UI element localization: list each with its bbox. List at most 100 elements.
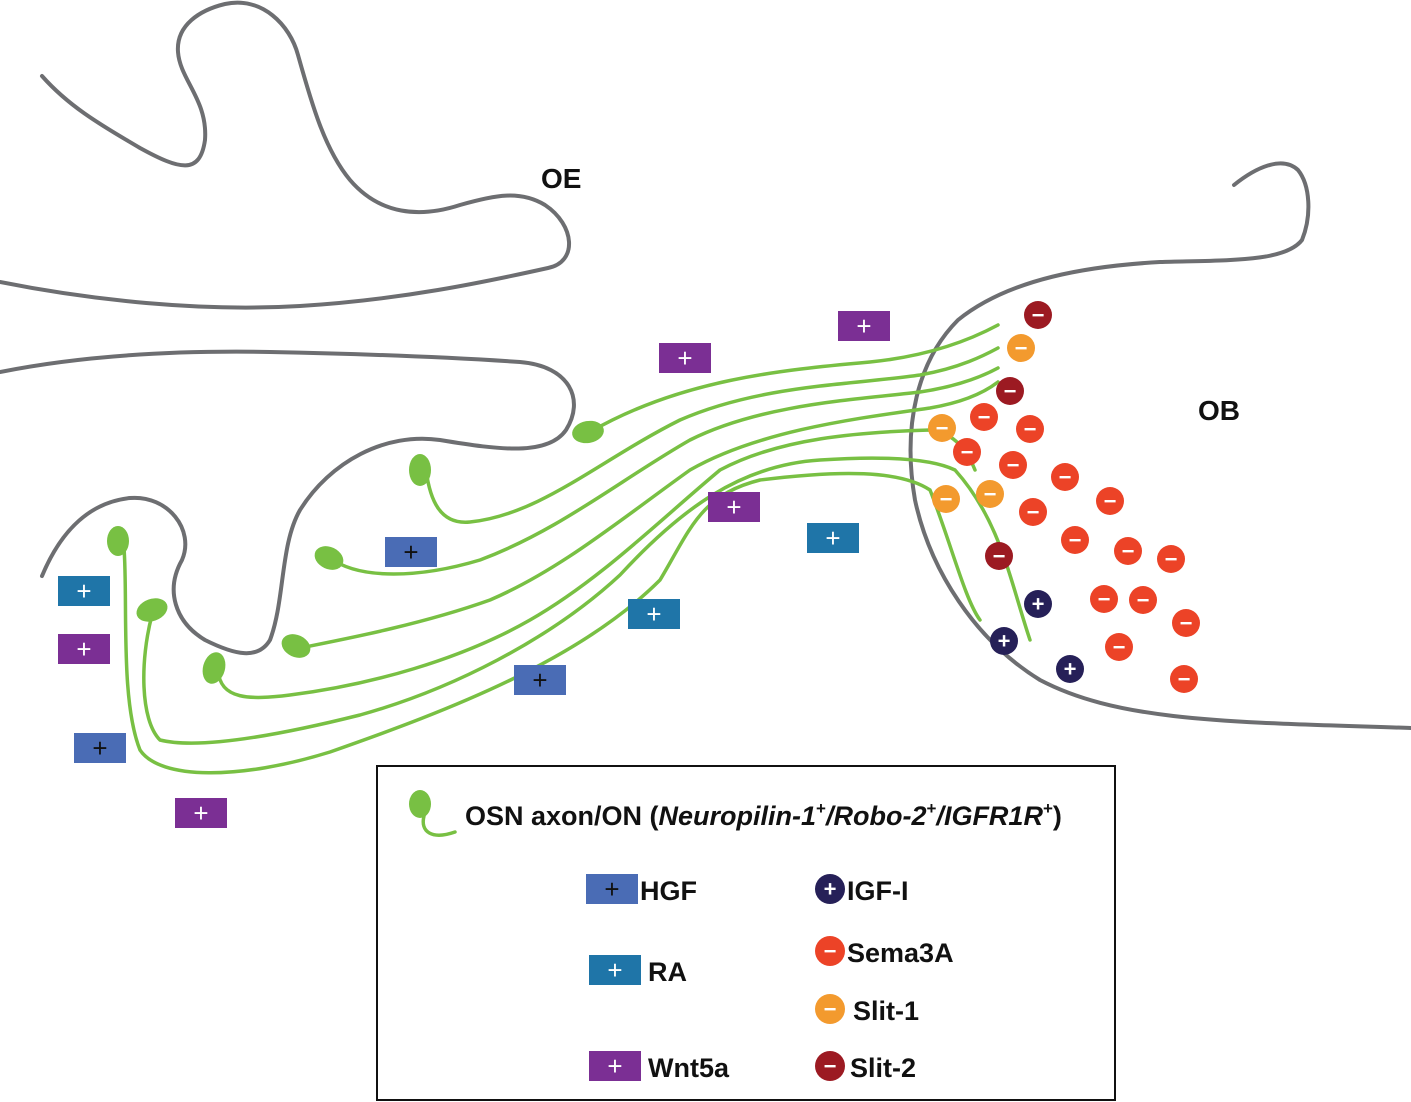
marker-sign: − <box>1165 547 1178 572</box>
osn-cell-body <box>281 634 311 658</box>
marker-disc <box>1024 590 1052 618</box>
wnt5a-marker: + <box>58 634 110 664</box>
sema3a-marker: − <box>953 438 981 466</box>
hgf-marker: + <box>74 733 126 763</box>
marker-sign: + <box>403 537 418 567</box>
marker-sign: + <box>646 599 661 629</box>
marker-sign: − <box>940 487 953 512</box>
osn-axon <box>142 456 1032 745</box>
legend-slit1-swatch <box>815 994 845 1024</box>
marker-box <box>175 798 227 828</box>
legend-sema3a-sign: − <box>824 939 837 964</box>
marker-disc <box>1051 463 1079 491</box>
marker-disc <box>996 377 1024 405</box>
osn-axon <box>216 428 977 700</box>
ra-marker: + <box>628 599 680 629</box>
marker-disc <box>990 627 1018 655</box>
legend-slit2-label: Slit-2 <box>850 1053 916 1083</box>
osn-axon <box>298 380 1000 650</box>
osn-cell-body <box>314 546 344 570</box>
slit1-marker: − <box>928 414 956 442</box>
legend-axon-prefix: OSN axon/ON ( <box>465 801 659 831</box>
osn-axon <box>122 471 982 775</box>
marker-box <box>708 492 760 522</box>
marker-disc <box>1024 301 1052 329</box>
bulb-cue-markers: − − − − − − − − − − − − − − − − − − − − … <box>928 301 1200 693</box>
legend-axon-gene2: Robo-2 <box>834 801 927 831</box>
marker-sign: + <box>76 576 91 606</box>
marker-sign: + <box>677 343 692 373</box>
marker-disc <box>1172 609 1200 637</box>
marker-sign: + <box>532 665 547 695</box>
oe-lower-contour <box>0 349 576 656</box>
marker-disc <box>1090 585 1118 613</box>
hgf-marker: + <box>385 537 437 567</box>
marker-sign: + <box>76 634 91 664</box>
legend-hgf: + HGF <box>586 874 697 906</box>
osn-cell-body <box>107 526 129 556</box>
marker-sign: − <box>1032 303 1045 328</box>
legend-axon-line <box>421 814 457 837</box>
oe-upper-contour <box>0 0 572 310</box>
marker-sign: − <box>993 544 1006 569</box>
wnt5a-marker: + <box>659 343 711 373</box>
marker-sign: − <box>936 416 949 441</box>
osn-cell-body <box>136 598 168 622</box>
legend-wnt5a-swatch <box>589 1051 641 1081</box>
marker-box <box>838 311 890 341</box>
marker-sign: − <box>1069 528 1082 553</box>
marker-sign: − <box>978 405 991 430</box>
legend-hgf-label: HGF <box>640 876 697 906</box>
marker-sign: − <box>1113 635 1126 660</box>
marker-box <box>628 599 680 629</box>
marker-disc <box>1056 655 1084 683</box>
legend-sema3a-swatch <box>815 936 845 966</box>
marker-sign: − <box>961 440 974 465</box>
legend-ra: + RA <box>589 955 687 987</box>
igf1-marker: + <box>1024 590 1052 618</box>
marker-box <box>58 576 110 606</box>
wnt5a-marker: + <box>708 492 760 522</box>
slit1-marker: − <box>932 485 960 513</box>
marker-disc <box>1129 586 1157 614</box>
legend-axon-sup1: + <box>816 799 826 818</box>
marker-disc <box>1016 415 1044 443</box>
marker-disc <box>1170 665 1198 693</box>
legend-ra-sign: + <box>607 955 622 985</box>
legend-axon-label: OSN axon/ON (Neuropilin-1+/Robo-2+/IGFR1… <box>465 799 1062 831</box>
legend-axon-sep2: / <box>935 801 946 831</box>
marker-box <box>514 665 566 695</box>
attractive-cue-markers: + + + + + + + + + + + <box>58 311 890 828</box>
legend-slit2-swatch <box>815 1051 845 1081</box>
wnt5a-marker: + <box>175 798 227 828</box>
osn-axon <box>588 323 1000 434</box>
marker-disc <box>1157 545 1185 573</box>
marker-disc <box>1105 633 1133 661</box>
legend-axon-entry: OSN axon/ON (Neuropilin-1+/Robo-2+/IGFR1… <box>409 790 1062 837</box>
marker-sign: − <box>1004 379 1017 404</box>
marker-disc <box>928 414 956 442</box>
marker-box <box>659 343 711 373</box>
sema3a-marker: − <box>1096 487 1124 515</box>
sema3a-marker: − <box>999 451 1027 479</box>
marker-sign: − <box>1098 587 1111 612</box>
marker-sign: + <box>1064 657 1077 682</box>
sema3a-marker: − <box>1114 537 1142 565</box>
marker-sign: − <box>1015 336 1028 361</box>
legend-hgf-swatch <box>586 874 638 904</box>
legend-axon-cell-body <box>409 790 431 818</box>
marker-box <box>74 733 126 763</box>
slit1-marker: − <box>1007 334 1035 362</box>
sema3a-marker: − <box>1051 463 1079 491</box>
marker-sign: + <box>726 492 741 522</box>
marker-box <box>58 634 110 664</box>
legend-sema3a: − Sema3A <box>815 936 954 968</box>
osn-axon <box>328 366 1000 576</box>
legend-igf1-sign: + <box>824 877 837 902</box>
sema3a-marker: − <box>1016 415 1044 443</box>
marker-disc <box>1007 334 1035 362</box>
sema3a-marker: − <box>1105 633 1133 661</box>
legend-slit1: − Slit-1 <box>815 994 919 1026</box>
marker-sign: + <box>856 311 871 341</box>
